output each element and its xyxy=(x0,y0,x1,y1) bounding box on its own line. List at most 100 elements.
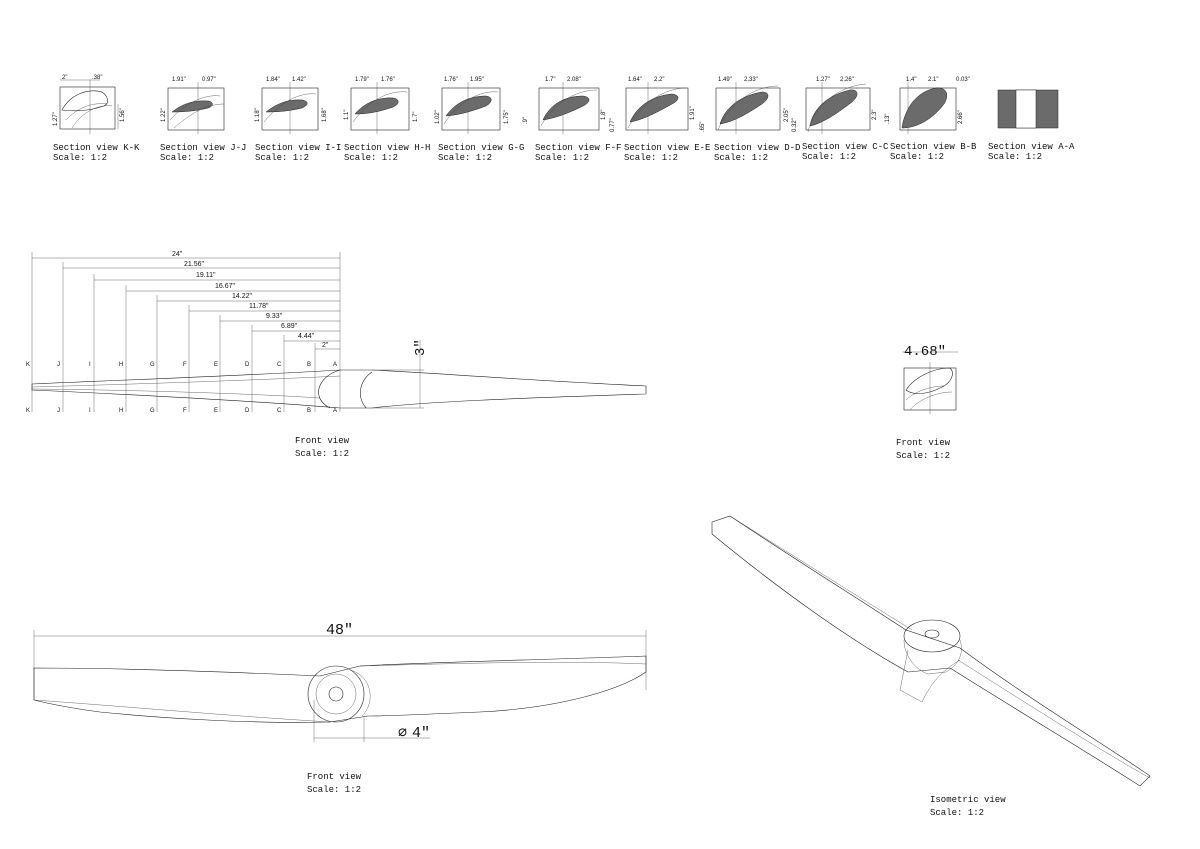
isometric-caption: Isometric view xyxy=(930,795,1006,805)
front-view-bottom-caption: Front view xyxy=(307,772,362,782)
dim-2: 2" xyxy=(322,342,329,349)
section-label: Section view K-K xyxy=(53,143,140,153)
dim-top-1: 1.7" xyxy=(545,77,555,83)
station-d: D xyxy=(245,362,250,368)
section-scale: Scale: 1:2 xyxy=(714,153,768,163)
dim-14-22: 14.22" xyxy=(232,293,253,300)
hub-circle xyxy=(307,665,365,723)
section-view-c-c: 1.27" 2.26" 0.32" 2.3" Section view C-C … xyxy=(792,77,889,162)
station-c-bottom: C xyxy=(277,408,282,414)
station-k: K xyxy=(26,362,30,368)
dim-top-2: 1.95" xyxy=(470,77,484,83)
section-scale: Scale: 1:2 xyxy=(160,153,214,163)
station-i: I xyxy=(89,362,91,368)
station-b-bottom: B xyxy=(307,408,311,414)
section-view-f-f: 1.7" 2.08" .9" 1.8" Section view F-F Sca… xyxy=(523,77,621,163)
dim-top-3: 0.03" xyxy=(956,77,970,83)
dim-right: 1.8" xyxy=(601,110,607,120)
section-label: Section view F-F xyxy=(535,143,621,153)
section-label: Section view H-H xyxy=(344,143,430,153)
dim-9-33: 9.33" xyxy=(266,313,283,320)
dim-hub-4: 4" xyxy=(412,725,430,742)
section-label: Section view A-A xyxy=(988,142,1075,152)
section-views-row: 2" .38" 1.27" 1.56" Section view K-K Sca… xyxy=(53,75,1075,163)
dimension-chain: 24" 21.56" 19.11" 16.67" 14.22" 11.78" 9… xyxy=(31,251,341,412)
section-scale: Scale: 1:2 xyxy=(890,152,944,162)
station-a: A xyxy=(333,362,337,368)
dim-left: 1.1" xyxy=(344,110,350,120)
dim-top-1: 1.91" xyxy=(172,77,186,83)
station-a-bottom: A xyxy=(333,408,337,414)
front-view-caption: Front view xyxy=(295,436,350,446)
section-label: Section view D-D xyxy=(714,143,800,153)
dim-left: 1.02" xyxy=(435,110,441,124)
section-view-e-e: 1.64" 2.2" 0.77" 1.91" Section view E-E … xyxy=(610,77,710,163)
dim-top-2: 2.1" xyxy=(928,77,938,83)
dim-top-2: 1.42" xyxy=(292,77,306,83)
station-e-bottom: E xyxy=(214,408,218,414)
front-view-bottom-scale: Scale: 1:2 xyxy=(307,785,361,795)
dim-left: 1.27" xyxy=(53,112,59,126)
station-f-bottom: F xyxy=(183,408,187,414)
section-scale: Scale: 1:2 xyxy=(344,153,398,163)
dim-right: 2.05" xyxy=(784,108,790,122)
section-scale: Scale: 1:2 xyxy=(535,153,589,163)
dim-top-2: 2.26" xyxy=(840,77,854,83)
dim-height-3: 3" xyxy=(413,339,429,356)
section-view-d-d: 1.49" 2.33" .65" 2.05" Section view D-D … xyxy=(700,77,800,163)
dim-top-1: 1.27" xyxy=(816,77,830,83)
station-h: H xyxy=(119,362,123,368)
dim-16-67: 16.67" xyxy=(215,283,236,290)
section-view-g-g: 1.76" 1.95" 1.02" 1.75" Section view G-G… xyxy=(435,77,524,163)
dim-right: 1.75" xyxy=(504,110,510,124)
section-label: Section view E-E xyxy=(624,143,710,153)
dim-left: 1.18" xyxy=(255,108,261,122)
dim-top-1: 1.4" xyxy=(906,77,916,83)
section-scale: Scale: 1:2 xyxy=(988,152,1042,162)
hub-bore xyxy=(328,686,344,702)
dim-top-2: 0.97" xyxy=(202,77,216,83)
front-view-top: 24" 21.56" 19.11" 16.67" 14.22" 11.78" 9… xyxy=(26,251,647,459)
dim-left: .13" xyxy=(885,114,891,124)
dim-right: 1.68" xyxy=(322,108,328,122)
isometric-view: Isometric view Scale: 1:2 xyxy=(711,515,1151,818)
section-label: Section view C-C xyxy=(802,142,889,152)
dim-4-44: 4.44" xyxy=(298,333,315,340)
side-view-caption: Front view xyxy=(896,438,951,448)
isometric-propeller xyxy=(711,515,1151,787)
station-h-bottom: H xyxy=(119,408,123,414)
station-g-bottom: G xyxy=(150,408,155,414)
dim-right: 1.7" xyxy=(413,112,419,122)
dim-left: 1.22" xyxy=(161,108,167,122)
dim-top-1: 1.79" xyxy=(355,77,369,83)
section-scale: Scale: 1:2 xyxy=(438,153,492,163)
section-scale: Scale: 1:2 xyxy=(255,153,309,163)
section-scale: Scale: 1:2 xyxy=(802,152,856,162)
dim-top-1: 1.64" xyxy=(628,77,642,83)
section-label: Section view I-I xyxy=(255,143,341,153)
station-j-bottom: J xyxy=(57,408,60,414)
front-view-scale: Scale: 1:2 xyxy=(295,449,349,459)
dim-48: 48" xyxy=(326,622,353,639)
dim-top-2: 2.08" xyxy=(567,77,581,83)
dim-top-2: 1.76" xyxy=(381,77,395,83)
dim-left: 0.77" xyxy=(610,118,616,132)
dim-top-2: 2.33" xyxy=(744,77,758,83)
dim-19-11: 19.11" xyxy=(196,272,216,279)
dim-11-78: 11.78" xyxy=(249,303,269,310)
front-view-bottom: 48" ⌀ 4" Front view Scale: 1:2 xyxy=(33,622,647,795)
iso-hub-bore xyxy=(924,629,940,639)
station-j: J xyxy=(57,362,60,368)
station-b: B xyxy=(307,362,311,368)
dim-right: 1.91" xyxy=(690,106,696,120)
section-view-j-j: 1.91" 0.97" 1.22" Section view J-J Scale… xyxy=(160,77,246,163)
section-label: Section view B-B xyxy=(890,142,977,152)
dim-left: .65" xyxy=(700,122,706,132)
dim-4-68: 4.68" xyxy=(904,344,946,360)
side-view-scale: Scale: 1:2 xyxy=(896,451,950,461)
section-view-k-k: 2" .38" 1.27" 1.56" Section view K-K Sca… xyxy=(53,75,140,163)
section-view-h-h: 1.79" 1.76" 1.1" 1.7" Section view H-H S… xyxy=(344,77,430,163)
dim-top-2: .38" xyxy=(92,75,102,81)
section-label: Section view G-G xyxy=(438,143,524,153)
